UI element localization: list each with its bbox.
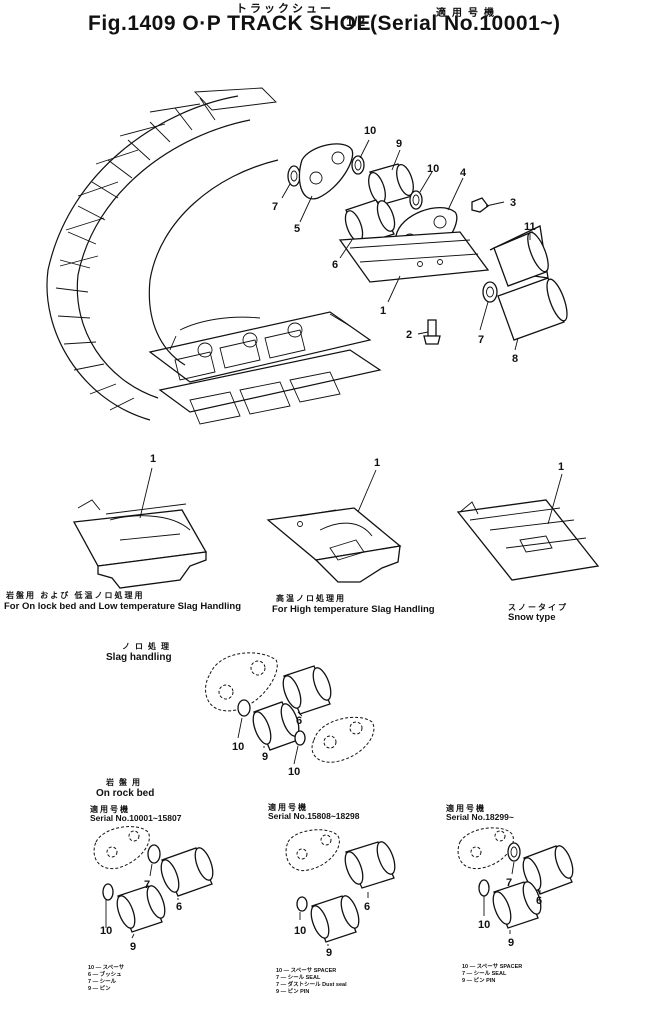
slag-section-label-en: Slag handling: [106, 652, 172, 663]
rock-col3-notes: 10 ― スペーサ SPACER 7 ― シール SEAL 9 ― ピン PIN: [462, 964, 522, 985]
callout-1: 1: [380, 305, 386, 317]
seal-part-7-upper: [287, 165, 301, 187]
rock1-callout-9: 9: [130, 941, 136, 953]
slag-callout-10-left: 10: [232, 741, 244, 753]
rock-section-label-jp: 岩盤用: [106, 778, 145, 787]
rock-bed-column-3: 7 6 10 9: [457, 827, 574, 949]
rock-col3-serial-jp: 適用号機: [446, 804, 486, 813]
figure-title: Fig.1409 O·P TRACK SHOE: [88, 12, 372, 35]
seal-part-7-lower: [482, 281, 498, 303]
rock-col1-notes: 10 ― スペーサ 6 ― ブッシュ 7 ― シール 9 ― ピン: [88, 965, 124, 993]
rock-col3-serial: Serial No.18299~: [446, 812, 514, 822]
callout-7-upper: 7: [272, 201, 278, 213]
variant-1-caption-jp: 岩盤用 および 低温ノロ処理用: [6, 591, 145, 600]
rock3-callout-7: 7: [506, 877, 512, 889]
rock-bed-column-2: 6 10 9: [285, 829, 396, 959]
callout-3: 3: [510, 197, 516, 209]
variant-3-caption-en: Snow type: [508, 612, 556, 623]
note-line: 9 ― ピン PIN: [276, 989, 310, 995]
note-line: 7 ― ダストシール Dust seal: [276, 982, 347, 988]
figure-title-serial: (Serial No.10001~): [370, 12, 561, 35]
variant-1-callout: 1: [150, 453, 156, 465]
callout-10-upper: 10: [364, 125, 376, 137]
callout-5: 5: [294, 223, 300, 235]
shoe-variant-snow: 1: [456, 461, 600, 581]
slag-section-label-jp: ノロ処理: [122, 642, 174, 651]
note-line: 10 ― スペーサ: [88, 965, 125, 971]
slag-callout-6: 6: [296, 715, 302, 727]
callout-6: 6: [332, 259, 338, 271]
callout-2: 2: [406, 329, 412, 341]
rock-col2-serial-jp: 適用号機: [268, 803, 308, 812]
note-line: 10 ― スペーサ SPACER: [276, 968, 337, 974]
rock1-callout-7: 7: [144, 879, 150, 891]
title-kana: トラックシュー: [236, 3, 334, 15]
link-part-5: [298, 143, 354, 200]
slag-callout-9: 9: [262, 751, 268, 763]
rock-col2-notes: 10 ― スペーサ SPACER 7 ― シール SEAL 7 ― ダストシール…: [276, 968, 347, 996]
shoe-variant-high-temp-slag: 1: [266, 457, 402, 583]
variant-1-caption-en: For On lock bed and Low temperature Slag…: [4, 601, 241, 612]
rock3-callout-6: 6: [536, 895, 542, 907]
rock1-callout-10: 10: [100, 925, 112, 937]
shoe-variant-on-rock-bed: 1: [72, 453, 208, 589]
variant-2-caption-jp: 高温ノロ処理用: [276, 594, 346, 603]
callout-7-lower: 7: [478, 334, 484, 346]
note-line: 7 ― シール: [88, 979, 117, 985]
callout-9: 9: [396, 138, 402, 150]
variant-2-callout: 1: [374, 457, 380, 469]
rock3-callout-10: 10: [478, 919, 490, 931]
callout-4: 4: [460, 167, 467, 179]
note-line: 7 ― シール SEAL: [276, 975, 321, 981]
rock-col1-serial-jp: 適用号機: [90, 805, 130, 814]
shoe-part-1: [338, 231, 490, 283]
track-assembly-illustration: [46, 87, 382, 425]
callout-11: 11: [524, 221, 536, 233]
rock-col2-serial: Serial No.15808~18298: [268, 811, 360, 821]
rock-section-label-en: On rock bed: [96, 788, 155, 799]
rock1-callout-6: 6: [176, 901, 182, 913]
note-line: 10 ― スペーサ SPACER: [462, 964, 523, 970]
rock2-callout-6: 6: [364, 901, 370, 913]
rock3-callout-9: 9: [508, 937, 514, 949]
rock-col1-serial: Serial No.10001~15807: [90, 813, 182, 823]
leader-lines: [281, 139, 531, 351]
slag-handling-parts: 6 10 9 10: [205, 652, 375, 778]
bolt-part-2: [427, 319, 437, 337]
title-kana-serial: 適用号機: [436, 8, 500, 19]
variant-3-caption-jp: スノータイプ: [508, 603, 568, 612]
variant-3-callout: 1: [558, 461, 564, 473]
variant-2-caption-en: For High temperature Slag Handling: [272, 604, 435, 615]
callout-10-right: 10: [427, 163, 439, 175]
note-line: 7 ― シール SEAL: [462, 971, 507, 977]
nut-part-3: [471, 197, 489, 213]
note-line: 9 ― ピン: [88, 986, 111, 992]
note-line: 6 ― ブッシュ: [88, 972, 122, 978]
exploded-parts: [287, 143, 568, 345]
rock-bed-column-1: 7 6 10 9: [93, 826, 214, 953]
slag-callout-10-right: 10: [288, 766, 300, 778]
callout-8: 8: [512, 353, 518, 365]
figure-title-fraction: 1/2: [346, 14, 366, 29]
rock2-callout-9: 9: [326, 947, 332, 959]
rock2-callout-10: 10: [294, 925, 306, 937]
note-line: 9 ― ピン PIN: [462, 978, 496, 984]
